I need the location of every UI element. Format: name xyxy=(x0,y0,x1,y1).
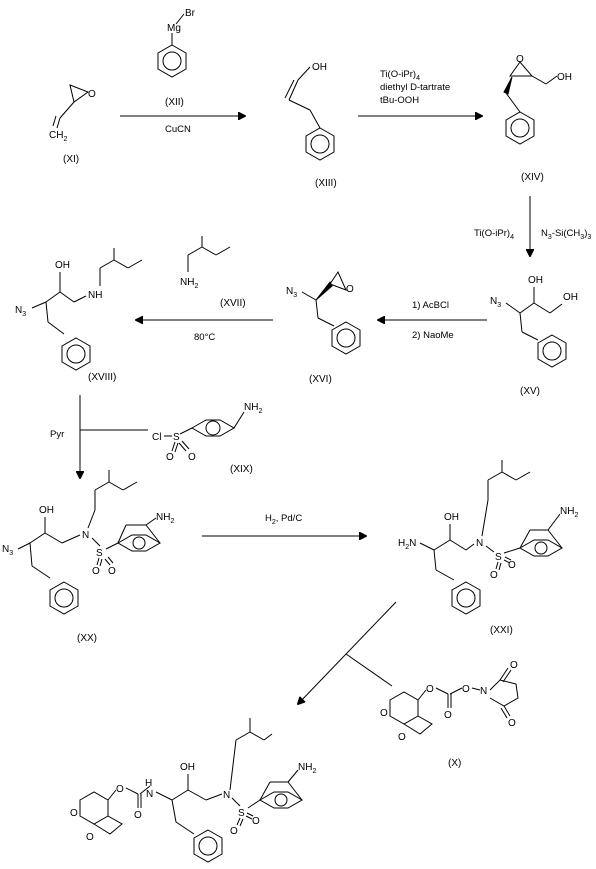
atom-o: O xyxy=(462,684,470,695)
n3-label: N3 xyxy=(490,296,501,309)
cond-pyr: Pyr xyxy=(50,429,64,440)
atom-cl: Cl xyxy=(152,432,161,443)
atom-o: O xyxy=(508,718,516,729)
compound-xiv: O OH (XIV) xyxy=(503,54,572,183)
benzene-ring xyxy=(505,111,535,145)
label-xiv: (XIV) xyxy=(521,172,544,183)
cond-cucn: CuCN xyxy=(165,124,191,135)
nh2-label: NH2 xyxy=(298,762,316,775)
cond-hydrog: H2, Pd/C xyxy=(265,513,302,526)
atom-o: O xyxy=(188,452,196,463)
atom-o: O xyxy=(86,832,94,843)
atom-o: O xyxy=(398,732,406,743)
atom-oh: OH xyxy=(557,72,572,83)
atom-s: S xyxy=(238,808,245,819)
label-xviii: (XVIII) xyxy=(88,372,116,383)
cond-acbcl: 1) AcBCl xyxy=(412,300,449,311)
atom-s: S xyxy=(495,552,502,563)
atom-o: O xyxy=(108,566,116,577)
bis-thf-ring xyxy=(79,791,109,825)
atom-n: N xyxy=(480,686,487,697)
atom-oh: OH xyxy=(563,292,578,303)
cond-naome: 2) NaoMe xyxy=(412,330,454,341)
label-xii: (XII) xyxy=(165,97,184,108)
n3-label: N3 xyxy=(2,544,13,557)
arrow-xxi-final xyxy=(298,601,397,704)
atom-h: H xyxy=(145,778,152,789)
atom-o: O xyxy=(252,816,260,827)
label-xi: (XI) xyxy=(63,154,79,165)
cond-azide-1: Ti(O-iPr)4 xyxy=(474,228,514,241)
atom-o: O xyxy=(380,708,388,719)
compound-x: O O O O O N O O (X) xyxy=(380,660,519,769)
compound-xii: Mg Br (XII) xyxy=(157,8,196,108)
atom-nh: NH xyxy=(88,290,102,301)
atom-oh: OH xyxy=(312,62,327,73)
compound-xiii: OH (XIII) xyxy=(284,62,337,189)
label-xiii: (XIII) xyxy=(315,178,337,189)
atom-n: N xyxy=(223,790,230,801)
atom-o: O xyxy=(444,710,452,721)
atom-o: O xyxy=(426,684,434,695)
label-xv: (XV) xyxy=(520,386,540,397)
atom-s: S xyxy=(96,548,103,559)
atom-o: O xyxy=(116,784,124,795)
atom-o: O xyxy=(92,566,100,577)
compound-xvii: NH2 (XVII) xyxy=(180,236,246,309)
atom-o: O xyxy=(166,452,174,463)
nh2-label: NH2 xyxy=(244,402,262,415)
label-xx: (XX) xyxy=(77,633,97,644)
nh2-label: NH2 xyxy=(560,506,578,519)
reagent-branch-x xyxy=(345,653,393,687)
h2n-label: H2N xyxy=(398,538,416,551)
nh2-label: NH2 xyxy=(180,277,198,290)
cond-temp: 80°C xyxy=(194,332,215,343)
atom-o: O xyxy=(88,89,96,100)
compound-xvi: N3 O (XVI) xyxy=(286,270,361,385)
ch2-label: CH2 xyxy=(49,130,67,143)
compound-xix: Cl S O O NH2 (XIX) xyxy=(152,402,262,475)
br-label: Br xyxy=(185,8,196,19)
atom-n: N xyxy=(476,538,483,549)
atom-oh: OH xyxy=(444,512,459,523)
atom-o: O xyxy=(490,570,498,581)
atom-oh: OH xyxy=(180,762,195,773)
atom-o: O xyxy=(70,808,78,819)
cond-sharpless-3: tBu-OOH xyxy=(380,95,419,106)
n3-label: N3 xyxy=(15,305,26,318)
label-xvii: (XVII) xyxy=(220,298,246,309)
atom-oh: OH xyxy=(55,260,70,271)
cond-sharpless-2: diethyl D-tartrate xyxy=(380,82,450,93)
atom-oh: OH xyxy=(39,505,54,516)
label-x: (X) xyxy=(448,758,461,769)
n3-label: N3 xyxy=(286,286,297,299)
label-xxi: (XXI) xyxy=(490,625,513,636)
compound-xxi: N OH H2N S O O NH2 (XXI) xyxy=(398,460,578,636)
atom-o: O xyxy=(230,826,238,837)
atom-n: N xyxy=(82,530,89,541)
atom-o: O xyxy=(508,560,516,571)
atom-oh: OH xyxy=(528,275,543,286)
atom-s: S xyxy=(173,432,180,443)
compound-xviii: NH OH N3 (XVIII) xyxy=(15,248,143,383)
atom-n: N xyxy=(146,789,153,800)
compound-xv: OH OH N3 (XV) xyxy=(490,275,578,397)
cond-sharpless-1: Ti(O-iPr)4 xyxy=(380,69,420,82)
compound-xi: O CH2 (XI) xyxy=(49,84,96,165)
label-xix: (XIX) xyxy=(230,464,253,475)
mg-label: Mg xyxy=(167,23,181,34)
compound-final: O O O O H N OH N S O O xyxy=(70,718,316,863)
label-xvi: (XVI) xyxy=(309,374,332,385)
compound-xx: N OH N3 S O O NH2 (XX) xyxy=(2,470,174,644)
nh2-label: NH2 xyxy=(156,512,174,525)
atom-o: O xyxy=(516,54,524,65)
cond-azide-2: N3-Si(CH3)3 xyxy=(541,228,591,241)
atom-o: O xyxy=(346,284,354,295)
atom-o: O xyxy=(510,660,518,671)
atom-o: O xyxy=(134,810,142,821)
